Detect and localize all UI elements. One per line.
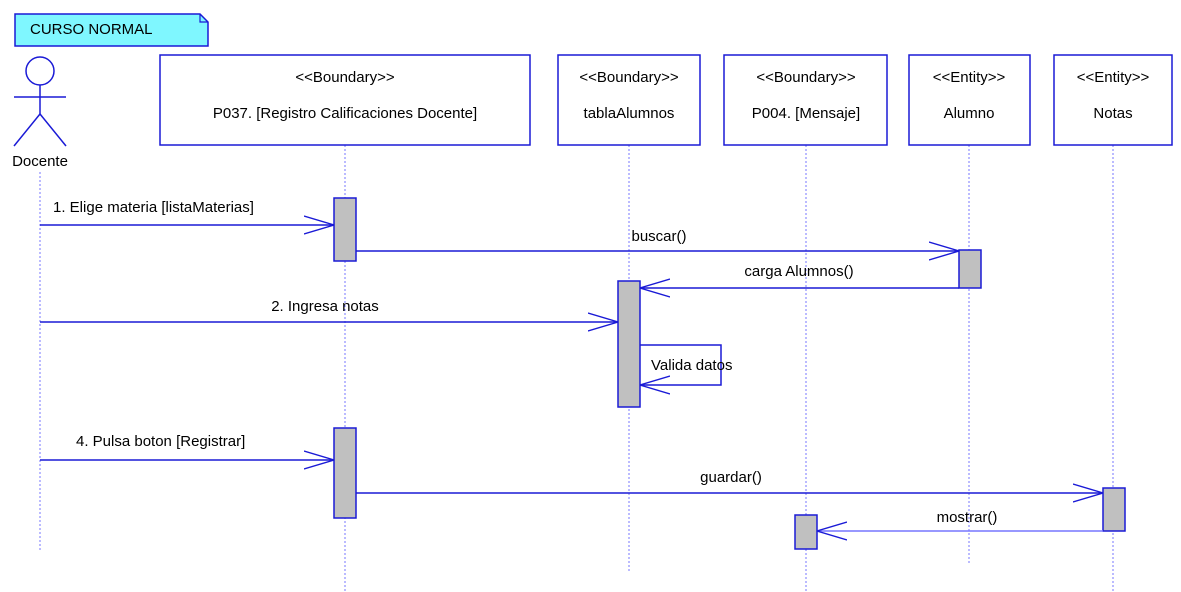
lifeline-stereotype: <<Boundary>> [295,69,394,86]
message-label: Valida datos [651,357,732,374]
lifeline-name: Alumno [944,105,995,122]
activation-bar-p037-1 [333,197,357,262]
activation-bar-tablaalumnos [617,280,641,408]
lifeline-stereotype: <<Boundary>> [756,69,855,86]
lifeline-box-notas: <<Entity>> Notas [1053,54,1173,146]
lifeline-stereotype: <<Boundary>> [579,69,678,86]
lifeline-box-p004: <<Boundary>> P004. [Mensaje] [723,54,888,146]
lifeline-box-p037: <<Boundary>> P037. [Registro Calificacio… [159,54,531,146]
message-label: guardar() [700,469,762,486]
message-label: buscar() [631,228,686,245]
message-label: carga Alumnos() [744,263,853,280]
message-label: 4. Pulsa boton [Registrar] [76,433,245,450]
lifeline-name: P037. [Registro Calificaciones Docente] [213,105,477,122]
message-label: mostrar() [937,509,998,526]
lifeline-name: P004. [Mensaje] [752,105,860,122]
message-label: 2. Ingresa notas [271,298,379,315]
activation-bar-p004 [794,514,818,550]
lifeline-box-alumno: <<Entity>> Alumno [908,54,1031,146]
activation-bar-p037-2 [333,427,357,519]
lifeline-stereotype: <<Entity>> [1077,69,1150,86]
lifeline-name: tablaAlumnos [584,105,675,122]
activation-bar-notas [1102,487,1126,532]
activation-bar-alumno [958,249,982,289]
message-arrow-self [640,344,722,385]
actor-name: Docente [12,153,68,170]
lifeline-box-tablaalumnos: <<Boundary>> tablaAlumnos [557,54,701,146]
lifeline-name: Notas [1093,105,1132,122]
actor-head-icon [25,56,55,86]
lifeline-stereotype: <<Entity>> [933,69,1006,86]
actor-docente [13,56,67,147]
frame-label: CURSO NORMAL [30,21,153,38]
message-label: 1. Elige materia [listaMaterias] [53,199,254,216]
frame-tag: CURSO NORMAL [14,13,209,47]
